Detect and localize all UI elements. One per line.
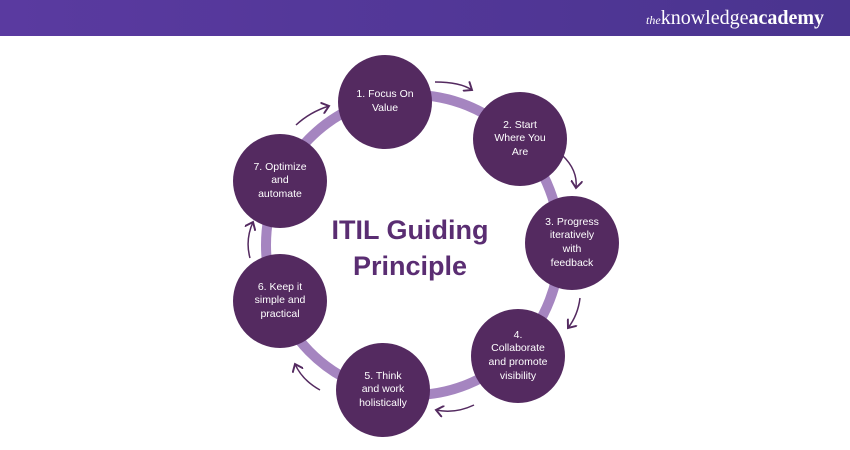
flow-arrows [248, 82, 580, 411]
title-line-2: Principle [352, 251, 468, 281]
arrow-3-4 [568, 297, 581, 328]
title-line-1: ITIL Guiding [331, 215, 489, 245]
arrow-2-3 [561, 154, 576, 188]
principle-node-5: 5. Think and work holistically [336, 343, 430, 437]
principle-node-6: 6. Keep it simple and practical [233, 254, 327, 348]
header-banner: theknowledgeacademy [0, 0, 850, 36]
arrow-4-5 [436, 404, 475, 411]
principle-node-3: 3. Progress iteratively with feedback [525, 196, 619, 290]
principle-node-1: 1. Focus On Value [338, 55, 432, 149]
arrow-7-1 [295, 106, 329, 126]
logo-suffix: academy [748, 7, 824, 29]
brand-logo: theknowledgeacademy [646, 7, 824, 30]
logo-main: knowledge [660, 7, 749, 29]
principle-node-7: 7. Optimize and automate [233, 134, 327, 228]
arrow-1-2 [434, 82, 472, 90]
logo-prefix: the [646, 13, 661, 27]
diagram-title: ITIL Guiding Principle [310, 212, 510, 284]
arrow-6-7 [248, 222, 253, 259]
principle-node-4: 4. Collaborate and promote visibility [471, 309, 565, 403]
arrow-5-6 [295, 364, 321, 391]
principle-node-2: 2. Start Where You Are [473, 92, 567, 186]
